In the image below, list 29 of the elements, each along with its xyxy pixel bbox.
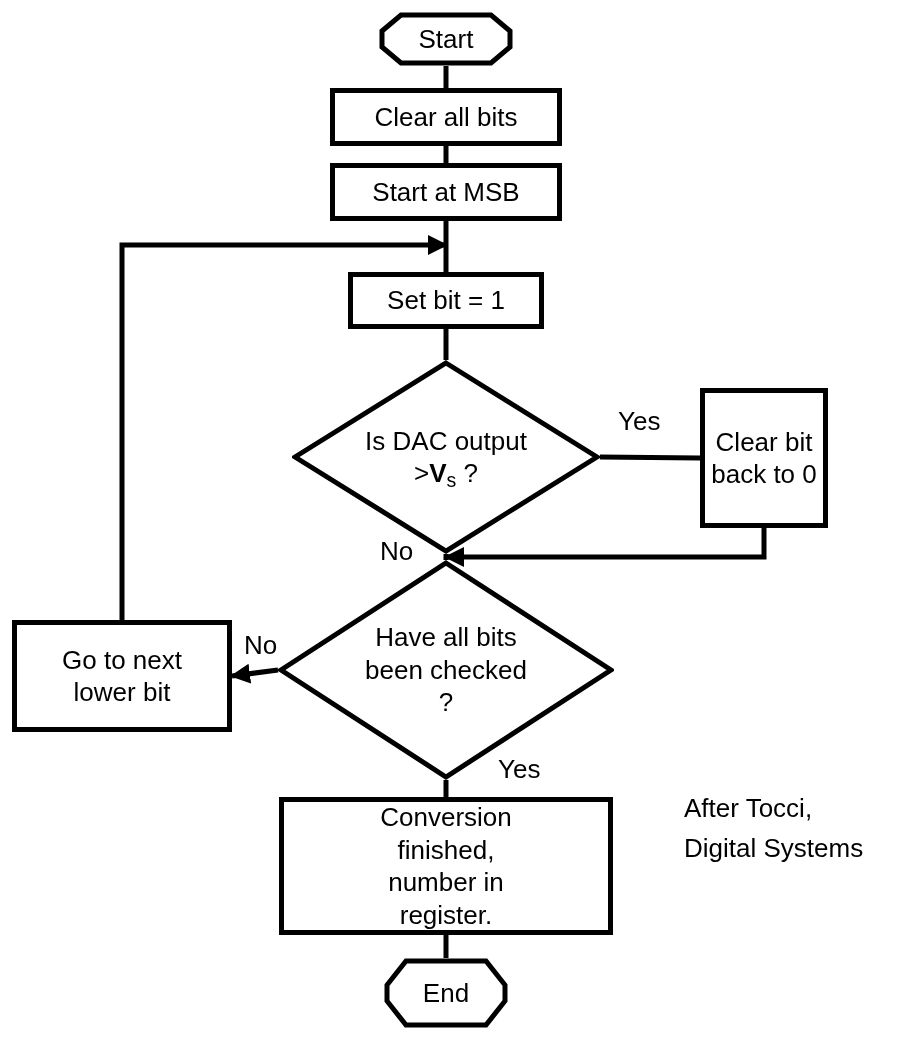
process-box	[12, 620, 232, 732]
process-box	[330, 88, 562, 146]
node-text: Is DAC output >V$_{s}$ ?	[364, 424, 528, 490]
terminal-node	[379, 12, 513, 66]
connector-line	[599, 454, 701, 461]
node-text: Go to next lower bit	[61, 643, 183, 709]
node-text: Set bit = 1	[386, 284, 506, 317]
process-box	[348, 272, 544, 329]
node-text: Clear bit back to 0	[710, 425, 818, 491]
source-note: After Tocci, Digital Systems	[684, 792, 865, 866]
arrow	[230, 663, 279, 684]
node-text: Start	[417, 22, 475, 56]
connector-line	[443, 554, 449, 560]
connector-line	[443, 329, 449, 360]
terminal-node	[384, 958, 508, 1028]
process-box	[279, 797, 613, 935]
node-text: End	[421, 976, 471, 1010]
process-box	[330, 163, 562, 221]
node-text: Conversion finished, number in register.	[379, 801, 513, 931]
node-text: Start at MSB	[371, 175, 521, 209]
connector-line	[443, 146, 449, 163]
connector-line	[443, 221, 449, 272]
connector-line	[443, 780, 449, 797]
connector-line	[443, 935, 449, 958]
process-box	[700, 388, 828, 528]
node-text: Clear all bits	[373, 100, 519, 134]
connector-line	[443, 66, 449, 88]
node-text: Have all bits been checked ?	[364, 621, 528, 719]
decision-diamond	[278, 560, 614, 780]
